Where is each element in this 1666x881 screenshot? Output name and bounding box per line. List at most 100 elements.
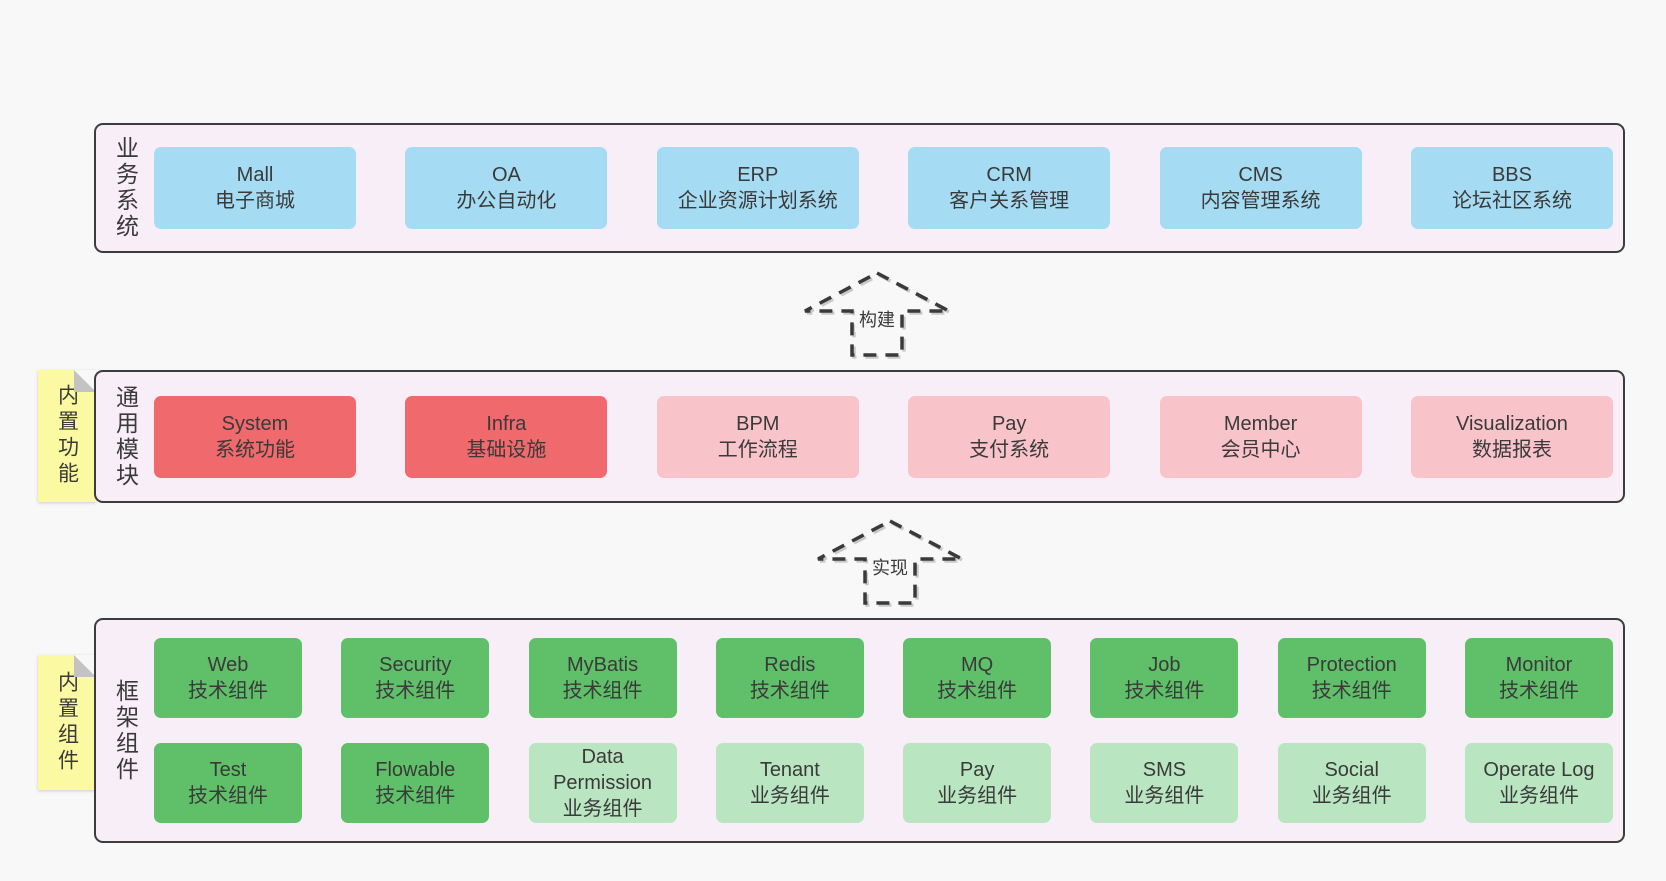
box-job: Job 技术组件 bbox=[1090, 638, 1239, 718]
sticky-note-built-in-features: 内置功能 bbox=[38, 370, 96, 502]
box-desc: 内容管理系统 bbox=[1200, 190, 1321, 212]
box-desc: 技术组件 bbox=[1311, 680, 1392, 702]
box-name: SMS bbox=[1142, 759, 1187, 781]
box-name: CMS bbox=[1238, 164, 1283, 186]
framework-row-1: Web 技术组件 Security 技术组件 MyBatis 技术组件 Redi… bbox=[154, 638, 1613, 718]
box-crm: CRM 客户关系管理 bbox=[908, 147, 1111, 229]
box-name: Data Permission bbox=[553, 746, 653, 794]
box-name: Tenant bbox=[759, 759, 820, 781]
box-name: Operate Log bbox=[1483, 759, 1595, 781]
box-name: Protection bbox=[1306, 654, 1397, 676]
box-data-permission: Data Permission 业务组件 bbox=[528, 743, 677, 823]
band-modules-content: System 系统功能 Infra 基础设施 BPM 工作流程 Pay 支付系统… bbox=[154, 372, 1613, 501]
folded-corner-icon bbox=[74, 655, 96, 677]
box-flowable: Flowable 技术组件 bbox=[341, 743, 490, 823]
band-label-framework-components: 框架组件 bbox=[112, 678, 139, 783]
box-visualization: Visualization 数据报表 bbox=[1410, 395, 1613, 478]
framework-row-2: Test 技术组件 Flowable 技术组件 Data Permission … bbox=[154, 743, 1613, 823]
box-name: CRM bbox=[986, 164, 1032, 186]
box-desc: 客户关系管理 bbox=[949, 190, 1070, 212]
band-framework-components: 框架组件 Web 技术组件 Security 技术组件 MyBatis 技术组件… bbox=[94, 618, 1625, 843]
band-business-content: Mall 电子商城 OA 办公自动化 ERP 企业资源计划系统 CRM 客户关系… bbox=[154, 125, 1613, 251]
box-desc: 业务组件 bbox=[1498, 785, 1579, 807]
box-cms: CMS 内容管理系统 bbox=[1159, 147, 1362, 229]
box-name: Social bbox=[1324, 759, 1379, 781]
box-name: Visualization bbox=[1455, 412, 1568, 435]
box-erp: ERP 企业资源计划系统 bbox=[656, 147, 859, 229]
box-desc: 技术组件 bbox=[562, 680, 643, 702]
band-label-business-systems: 业务系统 bbox=[112, 136, 139, 240]
box-desc: 业务组件 bbox=[1124, 785, 1205, 807]
box-desc: 业务组件 bbox=[937, 785, 1018, 807]
band-common-modules: 通用模块 System 系统功能 Infra 基础设施 BPM 工作流程 Pay… bbox=[94, 370, 1625, 503]
box-name: Web bbox=[207, 654, 249, 676]
box-bpm: BPM 工作流程 bbox=[656, 395, 859, 478]
box-name: Security bbox=[379, 654, 452, 676]
box-desc: 业务组件 bbox=[1311, 785, 1392, 807]
box-desc: 工作流程 bbox=[717, 438, 798, 461]
box-desc: 电子商城 bbox=[215, 190, 295, 212]
box-desc: 技术组件 bbox=[1498, 680, 1579, 702]
box-infra: Infra 基础设施 bbox=[405, 395, 608, 478]
arrow-label-implement: 实现 bbox=[868, 554, 912, 580]
band-framework-content: Web 技术组件 Security 技术组件 MyBatis 技术组件 Redi… bbox=[154, 620, 1613, 841]
box-name: Monitor bbox=[1505, 654, 1573, 676]
box-monitor: Monitor 技术组件 bbox=[1464, 638, 1613, 718]
box-desc: 业务组件 bbox=[562, 798, 643, 820]
box-desc: 基础设施 bbox=[466, 438, 547, 461]
box-name: Job bbox=[1148, 654, 1181, 676]
band-business-systems: 业务系统 Mall 电子商城 OA 办公自动化 ERP 企业资源计划系统 CRM… bbox=[94, 123, 1625, 253]
box-pay-biz: Pay 业务组件 bbox=[903, 743, 1052, 823]
box-pay: Pay 支付系统 bbox=[908, 395, 1111, 478]
box-bbs: BBS 论坛社区系统 bbox=[1410, 147, 1613, 229]
box-desc: 会员中心 bbox=[1220, 438, 1301, 461]
box-name: Redis bbox=[764, 654, 816, 676]
box-desc: 系统功能 bbox=[215, 438, 295, 461]
box-mall: Mall 电子商城 bbox=[154, 147, 356, 229]
dashed-up-arrow-icon bbox=[804, 271, 952, 359]
box-name: Pay bbox=[991, 412, 1027, 435]
box-desc: 企业资源计划系统 bbox=[677, 190, 838, 212]
box-desc: 技术组件 bbox=[1124, 680, 1205, 702]
box-name: ERP bbox=[737, 164, 779, 186]
box-protection: Protection 技术组件 bbox=[1277, 638, 1426, 718]
box-name: Test bbox=[209, 759, 247, 781]
box-desc: 数据报表 bbox=[1471, 438, 1552, 461]
box-desc: 办公自动化 bbox=[456, 190, 557, 212]
box-mq: MQ 技术组件 bbox=[903, 638, 1052, 718]
box-name: Pay bbox=[959, 759, 995, 781]
arrow-build: 构建 bbox=[802, 270, 952, 359]
box-sms: SMS 业务组件 bbox=[1090, 743, 1239, 823]
box-name: System bbox=[221, 412, 289, 435]
box-name: MQ bbox=[961, 654, 994, 676]
box-name: Infra bbox=[486, 412, 527, 435]
box-name: BPM bbox=[736, 412, 780, 435]
box-name: OA bbox=[491, 164, 521, 186]
box-desc: 论坛社区系统 bbox=[1451, 190, 1572, 212]
sticky-label: 内置功能 bbox=[55, 384, 79, 488]
box-desc: 技术组件 bbox=[188, 785, 268, 807]
box-web: Web 技术组件 bbox=[154, 638, 302, 718]
sticky-note-built-in-components: 内置组件 bbox=[38, 655, 96, 790]
box-desc: 业务组件 bbox=[749, 785, 830, 807]
box-security: Security 技术组件 bbox=[341, 638, 490, 718]
box-mybatis: MyBatis 技术组件 bbox=[528, 638, 677, 718]
box-name: Member bbox=[1223, 412, 1298, 435]
dashed-up-arrow-icon bbox=[817, 519, 965, 607]
box-member: Member 会员中心 bbox=[1159, 395, 1362, 478]
arrow-implement: 实现 bbox=[815, 518, 965, 607]
box-desc: 技术组件 bbox=[937, 680, 1018, 702]
box-desc: 技术组件 bbox=[749, 680, 830, 702]
sticky-label: 内置组件 bbox=[55, 670, 79, 775]
band-label-common-modules: 通用模块 bbox=[112, 384, 139, 489]
box-desc: 技术组件 bbox=[375, 785, 456, 807]
box-oa: OA 办公自动化 bbox=[405, 147, 608, 229]
folded-corner-icon bbox=[74, 370, 96, 392]
box-name: Mall bbox=[236, 164, 274, 186]
box-test: Test 技术组件 bbox=[154, 743, 302, 823]
box-name: Flowable bbox=[375, 759, 456, 781]
box-tenant: Tenant 业务组件 bbox=[715, 743, 864, 823]
box-system: System 系统功能 bbox=[154, 395, 356, 478]
arrow-label-build: 构建 bbox=[855, 306, 899, 332]
